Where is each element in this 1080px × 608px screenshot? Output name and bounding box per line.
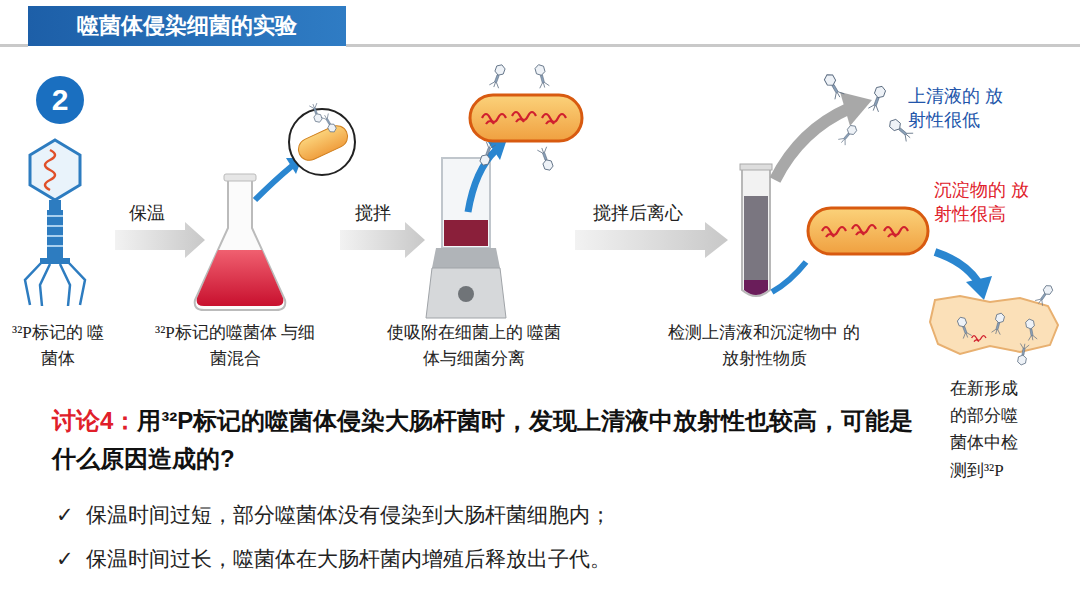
result-note: 上清液的 放射性很低 — [908, 84, 1018, 133]
discussion-question-text: 用³²P标记的噬菌体侵染大肠杆菌时，发现上清液中放射性也较高，可能是什么原因造成… — [52, 407, 913, 472]
caption: 使吸附在细菌上的 噬菌体与细菌分离 — [385, 320, 563, 371]
result-note: 在新形成 的部分噬 菌体中检 测到³²P — [950, 375, 1022, 484]
caption: ³²P标记的噬菌体 与细菌混合 — [150, 320, 320, 371]
check-mark: ✓ — [56, 500, 82, 532]
caption: ³²P标记的 噬菌体 — [10, 320, 106, 371]
slide-title: 噬菌体侵染细菌的实验 — [28, 6, 346, 46]
discussion-number: 讨论4： — [52, 407, 137, 434]
step-label: 搅拌后离心 — [578, 200, 698, 227]
caption: 检测上清液和沉淀物中 的放射性物质 — [664, 320, 864, 371]
step-number: 2 — [52, 85, 69, 115]
result-note: 沉淀物的 放射性很高 — [934, 178, 1044, 227]
step-label: 搅拌 — [338, 200, 408, 227]
check-mark: ✓ — [56, 544, 82, 576]
answer-text: 保温时间过短，部分噬菌体没有侵染到大肠杆菌细胞内； — [86, 500, 846, 532]
answer-text: 保温时间过长，噬菌体在大肠杆菌内增殖后释放出子代。 — [86, 544, 846, 576]
step-number-circle: 2 — [36, 76, 84, 124]
discussion-question: 讨论4：用³²P标记的噬菌体侵染大肠杆菌时，发现上清液中放射性也较高，可能是什么… — [52, 402, 932, 479]
step-label: 保温 — [112, 200, 182, 227]
